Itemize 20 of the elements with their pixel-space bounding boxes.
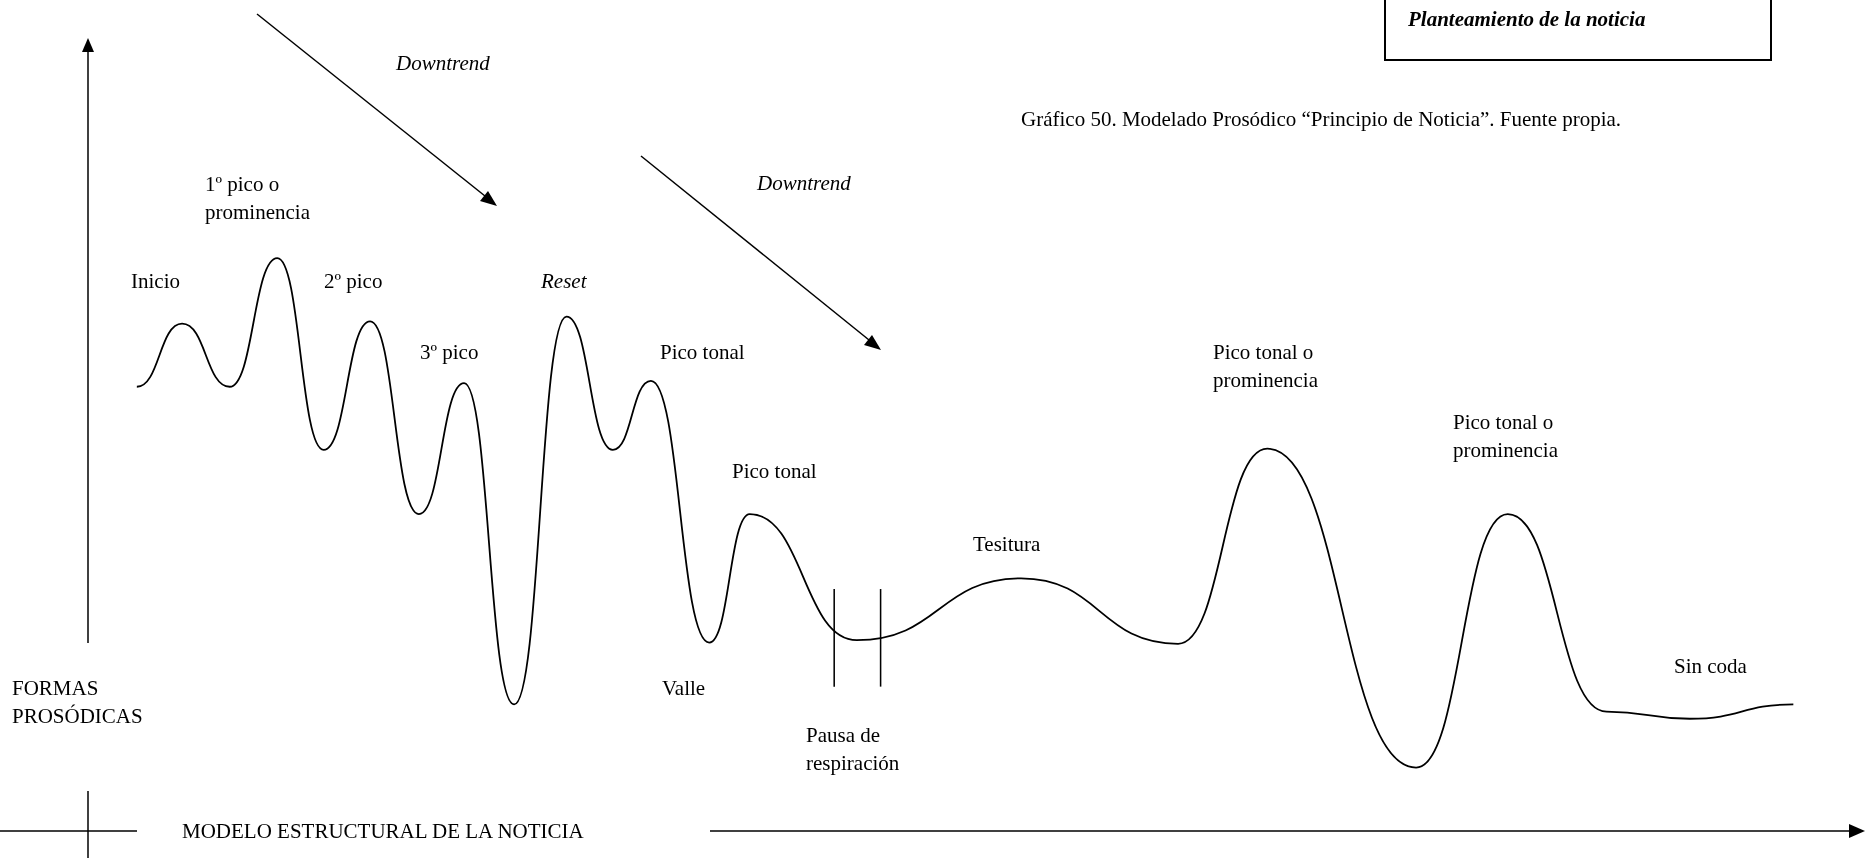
curve-label: Downtrend xyxy=(757,170,851,197)
curve-label: 2º pico xyxy=(324,268,383,295)
caption: Gráfico 50. Modelado Prosódico “Principio de Noticia”. Fuente propia. xyxy=(1021,106,1622,133)
curve-label: Pico tonal o prominencia xyxy=(1453,409,1559,464)
curve-label: Pico tonal xyxy=(732,458,817,485)
curve-label: Downtrend xyxy=(396,50,490,77)
curve-label: Tesitura xyxy=(973,531,1041,558)
curve-label: Reset xyxy=(541,268,587,295)
curve-label: Sin coda xyxy=(1674,653,1747,680)
curve-label: Valle xyxy=(662,675,706,702)
curve-label: MODELO ESTRUCTURAL DE LA NOTICIA xyxy=(182,818,584,845)
curve-label: 3º pico xyxy=(420,339,479,366)
box-title: Planteamiento de la noticia xyxy=(1408,6,1647,33)
title-box xyxy=(1384,0,1772,61)
curve-label: Pico tonal o prominencia xyxy=(1213,339,1319,394)
curve-label: FORMAS PROSÓDICAS xyxy=(12,675,144,730)
curve-label: 1º pico o prominencia xyxy=(205,171,311,226)
curve-label: Pico tonal xyxy=(660,339,745,366)
curve-label: Pausa de respiración xyxy=(806,722,901,777)
curve-label: Inicio xyxy=(131,268,180,295)
